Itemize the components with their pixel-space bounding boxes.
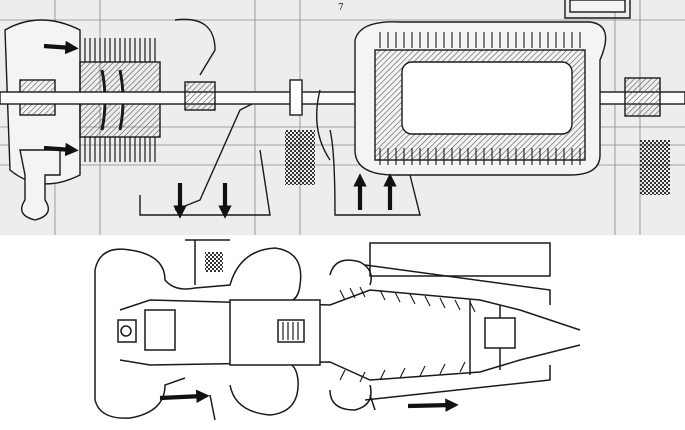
arrow-flow-lower-right bbox=[407, 398, 459, 412]
bottom-panel bbox=[0, 235, 685, 430]
sheet-mark: 7 bbox=[338, 3, 344, 13]
top-panel: 7 bbox=[0, 0, 685, 235]
arrow-flow-lower-left bbox=[159, 389, 210, 404]
arrow-inlet-lower bbox=[43, 142, 79, 157]
arrow-inlet-upper bbox=[43, 40, 79, 55]
